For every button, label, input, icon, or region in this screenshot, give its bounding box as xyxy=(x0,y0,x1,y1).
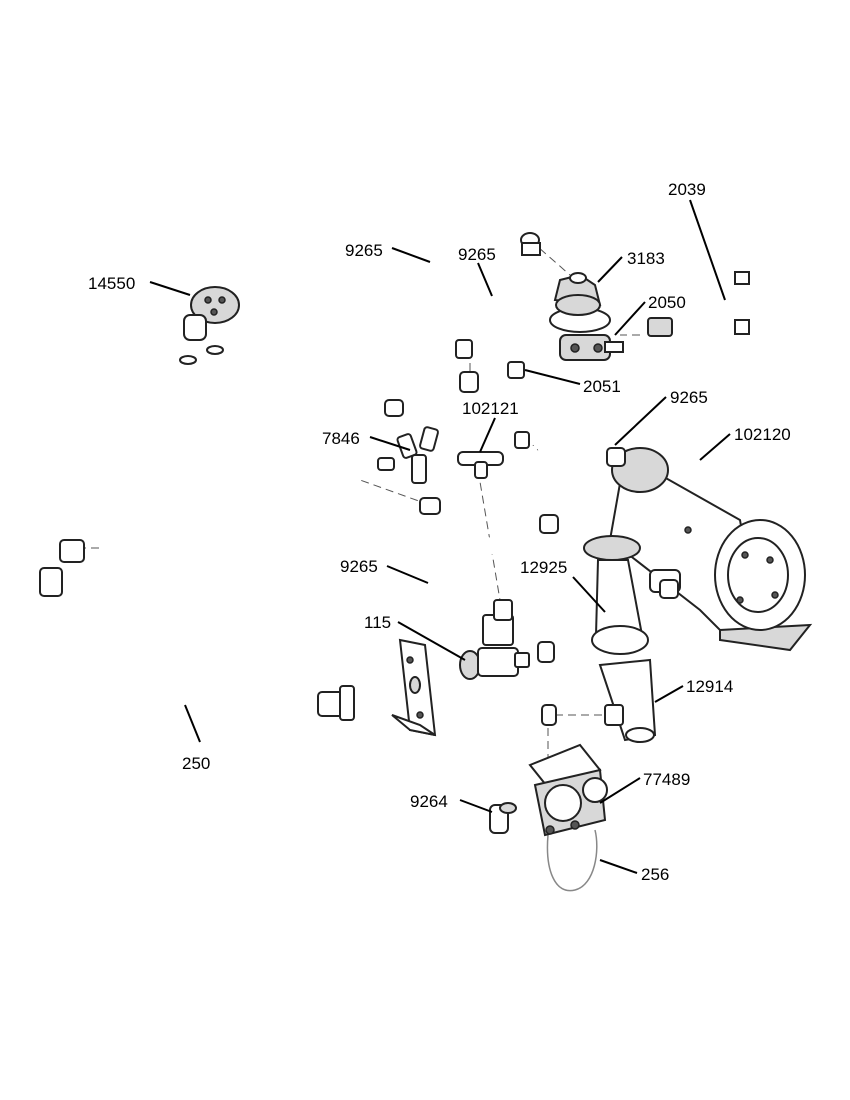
leader-2050 xyxy=(614,301,646,336)
leader-9265-b xyxy=(477,262,493,297)
callout-9265: 9265 xyxy=(670,388,708,407)
leader-7846 xyxy=(369,436,411,451)
leader-115 xyxy=(397,621,466,661)
leader-12925 xyxy=(572,576,606,613)
callout-102121: 102121 xyxy=(462,399,519,418)
part-2039-ends xyxy=(647,271,750,337)
bracket-115 xyxy=(391,638,437,737)
leader-256 xyxy=(599,859,638,874)
leader-102120 xyxy=(699,433,731,461)
leader-77489 xyxy=(599,777,641,804)
callout-2051: 2051 xyxy=(583,377,621,396)
parts xyxy=(39,232,813,837)
part-3183 xyxy=(520,232,611,333)
hoses xyxy=(54,180,751,892)
leader-250 xyxy=(184,704,201,743)
callout-2050: 2050 xyxy=(648,293,686,312)
wire-256 xyxy=(546,829,598,892)
part-9264 xyxy=(489,802,517,834)
leader-9265-a xyxy=(391,247,431,263)
hose-2039 xyxy=(662,299,751,331)
part-2051 xyxy=(455,339,525,393)
hose-9265-second xyxy=(463,301,562,527)
callout-115: 115 xyxy=(364,613,391,632)
callout-9265: 9265 xyxy=(340,557,378,576)
assembly-lines xyxy=(78,239,640,835)
leader-9265-c xyxy=(614,396,667,446)
leader-9264 xyxy=(459,799,493,813)
callout-9265: 9265 xyxy=(458,245,496,264)
leader-12914 xyxy=(654,685,684,703)
hose-9265-top xyxy=(369,180,517,417)
callout-14550: 14550 xyxy=(88,274,135,293)
part-7846 xyxy=(377,426,439,484)
callout-7846: 7846 xyxy=(322,429,360,448)
part-77489 xyxy=(528,743,608,837)
callout-250: 250 xyxy=(182,754,210,773)
leader-102121 xyxy=(479,417,496,453)
hose-9265-middle xyxy=(338,498,583,659)
callout-labels: 2039 9265 9265 3183 14550 2050 2051 1021… xyxy=(88,180,791,884)
part-14550 xyxy=(179,286,240,365)
leader-3183 xyxy=(597,256,623,283)
callout-9264: 9264 xyxy=(410,792,448,811)
part-12914 xyxy=(598,658,657,743)
part-115 xyxy=(459,599,530,680)
callout-2039: 2039 xyxy=(668,180,706,199)
leader-2051 xyxy=(524,369,581,385)
hose-14550 xyxy=(194,358,437,519)
part-102121 xyxy=(457,431,530,479)
part-102120 xyxy=(608,447,813,652)
callout-9265: 9265 xyxy=(345,241,383,260)
part-2050 xyxy=(559,334,624,361)
leader-2039 xyxy=(689,199,726,301)
part-250-fittings xyxy=(39,539,355,721)
callout-12925: 12925 xyxy=(520,558,567,577)
callout-77489: 77489 xyxy=(643,770,690,789)
callout-12914: 12914 xyxy=(686,677,733,696)
hose-250 xyxy=(54,548,327,717)
clamps xyxy=(384,399,679,726)
hose-9265-vertical xyxy=(418,523,557,728)
leader-lines xyxy=(149,199,731,874)
callout-102120: 102120 xyxy=(734,425,791,444)
leader-14550 xyxy=(149,281,191,296)
hose-9265-canister xyxy=(518,425,622,467)
leader-9265-d xyxy=(386,565,429,584)
callout-3183: 3183 xyxy=(627,249,665,268)
callout-256: 256 xyxy=(641,865,669,884)
